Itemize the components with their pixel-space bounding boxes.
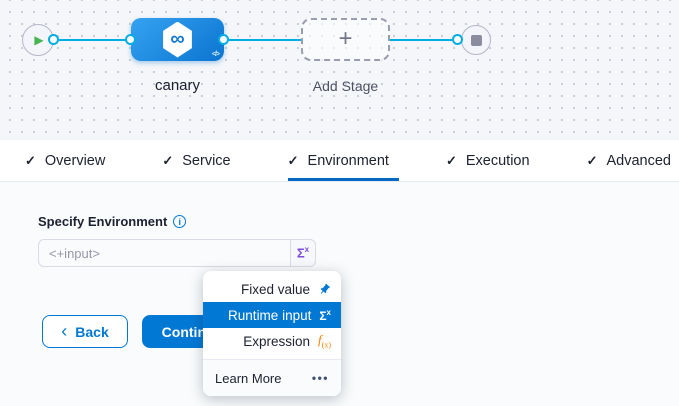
connector-line xyxy=(53,39,131,41)
tab-advanced[interactable]: ✓ Advanced xyxy=(587,140,671,181)
fx-icon: f(x) xyxy=(318,331,331,350)
stage-label: canary xyxy=(154,77,201,94)
info-icon[interactable]: i xyxy=(173,215,187,228)
tab-environment[interactable]: ✓ Environment xyxy=(287,140,400,181)
back-button-label: Back xyxy=(75,323,109,340)
check-icon: ✓ xyxy=(25,152,36,168)
connector-dot xyxy=(125,34,136,45)
tab-label: Execution xyxy=(465,152,530,169)
pipeline-canvas: ▶ ∞ </> canary + Add Stage xyxy=(0,0,679,140)
stage-config-tabbar: ✓ Overview ✓ Service ✓ Environment ✓ Exe… xyxy=(0,140,679,182)
connector-line xyxy=(390,39,458,41)
dropdown-item-fixed-value[interactable]: Fixed value xyxy=(203,276,341,302)
plus-icon: + xyxy=(338,24,353,52)
environment-input[interactable] xyxy=(38,239,291,267)
tab-overview[interactable]: ✓ Overview xyxy=(25,140,105,181)
add-stage-label: Add Stage xyxy=(312,78,379,94)
deployment-hexagon-icon: ∞ xyxy=(163,21,192,58)
tab-label: Service xyxy=(182,152,231,169)
play-icon: ▶ xyxy=(34,33,44,47)
check-icon: ✓ xyxy=(445,152,457,168)
dropdown-item-label: Expression xyxy=(243,333,311,349)
stop-icon xyxy=(470,34,482,46)
tab-execution[interactable]: ✓ Execution xyxy=(446,140,530,181)
runtime-input-type-button[interactable]: Σx xyxy=(290,239,316,267)
specify-environment-label: Specify Environment xyxy=(38,214,168,229)
connector-dot xyxy=(218,34,229,45)
dropdown-item-label: Fixed value xyxy=(240,281,310,297)
infinity-icon: ∞ xyxy=(170,27,185,50)
tab-label: Advanced xyxy=(606,152,671,169)
chevron-left-icon: ‹ xyxy=(61,320,68,341)
code-icon: </> xyxy=(211,51,220,58)
tab-label: Overview xyxy=(44,152,106,169)
more-dots-icon[interactable]: ••• xyxy=(311,371,329,385)
learn-more-link[interactable]: Learn More xyxy=(215,370,282,386)
sigma-icon: Σx xyxy=(296,245,310,261)
connector-dot xyxy=(452,34,463,45)
value-type-dropdown: Fixed value Runtime input Σx Expression … xyxy=(203,271,341,396)
dropdown-item-label: Runtime input xyxy=(228,307,312,323)
tab-service[interactable]: ✓ Service xyxy=(162,140,230,181)
connector-dot xyxy=(48,34,59,45)
stage-node-canary[interactable]: ∞ </> xyxy=(131,18,224,61)
pipeline-end-node xyxy=(461,25,491,55)
check-icon: ✓ xyxy=(287,152,299,168)
dropdown-item-expression[interactable]: Expression f(x) xyxy=(203,328,341,354)
sigma-icon: Σx xyxy=(319,307,331,323)
dropdown-footer: Learn More ••• xyxy=(203,359,341,396)
tab-label: Environment xyxy=(307,152,389,169)
add-stage-button[interactable]: + xyxy=(301,18,390,61)
connector-line xyxy=(224,39,301,41)
pin-icon xyxy=(318,283,331,296)
check-icon: ✓ xyxy=(162,152,174,168)
back-button[interactable]: ‹ Back xyxy=(42,315,128,348)
check-icon: ✓ xyxy=(586,152,598,168)
dropdown-items: Fixed value Runtime input Σx Expression … xyxy=(203,271,341,359)
environment-input-row: Σx xyxy=(38,239,316,267)
dropdown-item-runtime-input[interactable]: Runtime input Σx xyxy=(203,302,341,328)
specify-environment-label-row: Specify Environment i xyxy=(38,214,187,229)
